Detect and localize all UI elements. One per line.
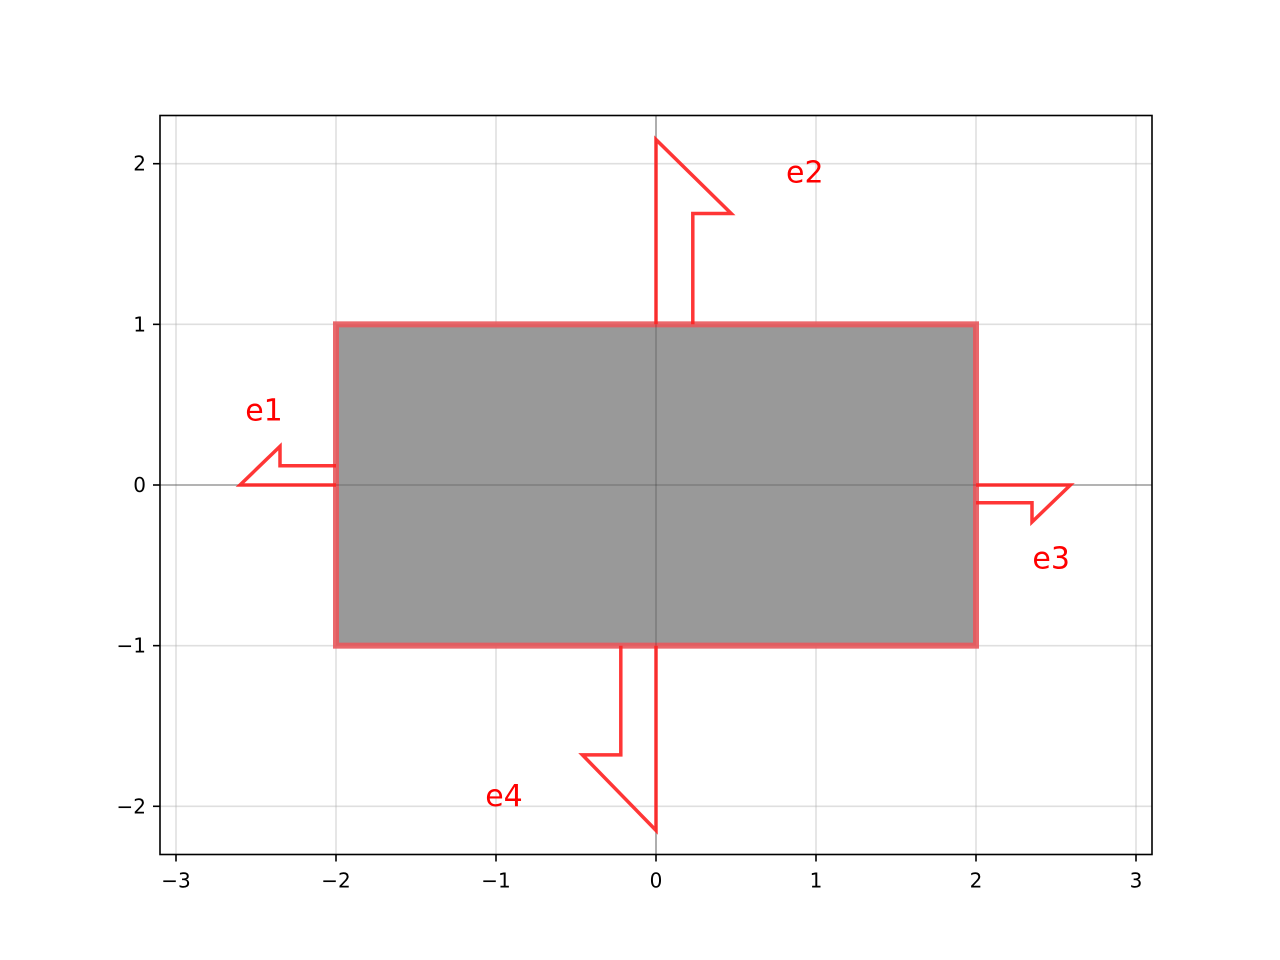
arrow-label-e4: e4 xyxy=(485,779,523,814)
arrow-labels: e1 e2 e3 e4 xyxy=(245,156,1070,814)
arrow-e2 xyxy=(654,135,736,325)
arrow-label-e2: e2 xyxy=(786,156,824,191)
y-tick-label: 0 xyxy=(133,473,146,497)
x-tick-label: −3 xyxy=(161,869,190,893)
x-tick-label: −2 xyxy=(321,869,350,893)
ticks: −3 −2 −1 0 1 2 3 −2 −1 0 1 2 xyxy=(117,152,1143,893)
y-tick-label: 1 xyxy=(133,312,146,336)
arrow-e3 xyxy=(976,483,1075,527)
y-tick-label: −2 xyxy=(117,794,146,818)
x-tick-label: 1 xyxy=(810,869,823,893)
arrow-e4 xyxy=(578,645,658,835)
arrow-e1 xyxy=(235,442,336,487)
edge-arrows xyxy=(235,135,1075,835)
y-tick-label: −1 xyxy=(117,634,146,658)
arrow-label-e3: e3 xyxy=(1032,541,1070,576)
x-tick-label: −1 xyxy=(481,869,510,893)
y-tick-label: 2 xyxy=(133,152,146,176)
x-tick-label: 0 xyxy=(650,869,663,893)
arrow-label-e1: e1 xyxy=(245,393,283,428)
rectangle-layer xyxy=(333,321,979,649)
x-tick-label: 2 xyxy=(970,869,983,893)
plot-frame xyxy=(159,114,1153,856)
x-tick-label: 3 xyxy=(1130,869,1143,893)
